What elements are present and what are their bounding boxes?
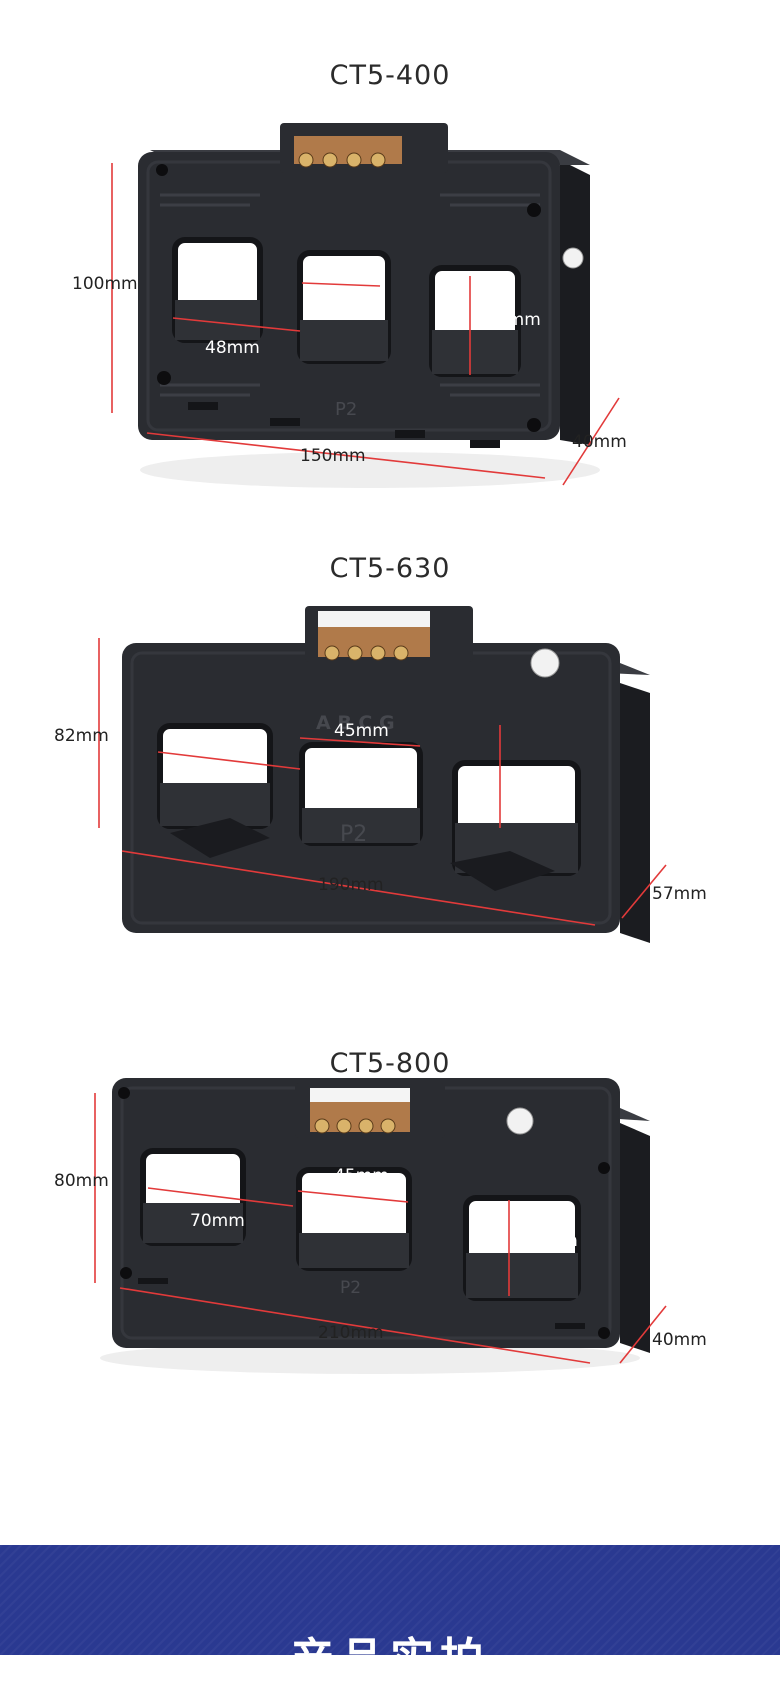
banner-title: 产品实拍 bbox=[290, 1634, 490, 1685]
window-width-dimension-2: 30mm bbox=[318, 288, 373, 308]
window-height-dimension: 35mm bbox=[486, 310, 541, 330]
product-photo-ct5-400: P2 bbox=[111, 123, 620, 488]
model-title: CT5-400 bbox=[329, 60, 451, 91]
product-photo-ct5-800: P2 bbox=[94, 1078, 667, 1374]
width-dimension: 210mm bbox=[318, 1323, 384, 1343]
product-section-ct5-400: CT5-400 bbox=[0, 0, 780, 500]
window-width-dimension-1: 58mm bbox=[190, 766, 245, 786]
product-mark: P2 bbox=[340, 822, 367, 847]
depth-dimension: 40mm bbox=[652, 1330, 707, 1350]
depth-dimension: 57mm bbox=[652, 884, 707, 904]
model-title: CT5-800 bbox=[329, 1048, 451, 1079]
depth-dimension: 40mm bbox=[572, 432, 627, 452]
window-width-dimension-1: 48mm bbox=[205, 338, 260, 358]
width-dimension: 190mm bbox=[318, 875, 384, 895]
height-dimension: 80mm bbox=[54, 1171, 109, 1191]
window-width-dimension-2: 45mm bbox=[334, 721, 389, 741]
terminal-letters: A B C G bbox=[316, 712, 395, 734]
window-width-dimension-1: 70mm bbox=[190, 1211, 245, 1231]
window-width-dimension-2: 45mm bbox=[334, 1166, 389, 1186]
height-dimension: 82mm bbox=[54, 726, 109, 746]
product-mark: P2 bbox=[335, 399, 357, 420]
section-banner: 产品实拍 bbox=[0, 1545, 780, 1685]
model-title: CT5-630 bbox=[329, 553, 451, 584]
product-mark: P2 bbox=[340, 1278, 361, 1298]
width-dimension: 150mm bbox=[300, 446, 366, 466]
height-dimension: 100mm bbox=[72, 274, 138, 294]
window-height-dimension: 37mm bbox=[507, 765, 562, 785]
window-height-dimension: 35mm bbox=[523, 1231, 578, 1251]
product-photo-ct5-630: A B C G P2 bbox=[98, 606, 667, 943]
product-section-ct5-800: CT5-800 bbox=[0, 988, 780, 1488]
product-section-ct5-630: CT5-630 A B C G bbox=[0, 493, 780, 993]
